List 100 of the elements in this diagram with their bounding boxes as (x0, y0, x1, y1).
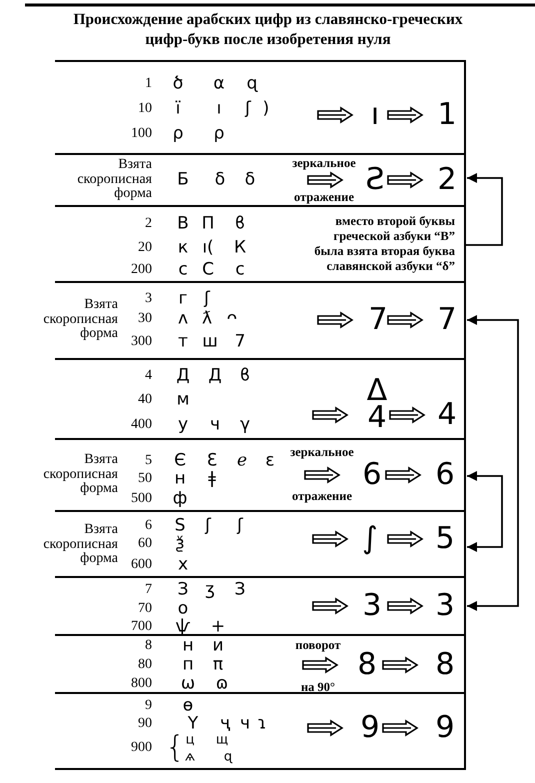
row-number: 900 (131, 741, 152, 755)
letter-glyph: ɋ (224, 750, 232, 764)
digit-glyph: 5 (435, 524, 455, 554)
letter-glyph: к (178, 240, 188, 256)
note-text: Взята скорописная форма (42, 452, 118, 498)
letter-glyph: + (210, 618, 226, 636)
letter-glyph: о (178, 600, 188, 618)
letter-glyph: ҷ (220, 716, 230, 732)
letter-glyph: ı (216, 100, 222, 118)
letter-glyph: Б (177, 172, 189, 188)
row-number: 30 (138, 312, 152, 326)
row-number: 40 (138, 393, 152, 407)
letter-glyph: ʃ (204, 290, 210, 308)
row-number: 3 (145, 292, 152, 306)
letter-glyph: π (212, 656, 224, 674)
connector-arrow (467, 471, 503, 552)
note-text: Взята скорописная форма (42, 298, 118, 342)
letter-glyph: ɷ (216, 676, 228, 692)
letter-glyph: н (182, 638, 194, 654)
note-text: вместо второй буквы греческой азбуки “В” была взята вторая буква славянской азбуки “δ” (313, 214, 455, 274)
row-number: 4 (145, 369, 152, 383)
digit-glyph: ı (370, 100, 380, 130)
table-row (55, 60, 466, 155)
connector-arrow (466, 173, 503, 246)
letter-glyph: ρ (172, 126, 184, 142)
note-text: Взята скорописная форма (76, 158, 152, 202)
letter-glyph: З (234, 582, 246, 598)
letter-glyph: ч (210, 416, 220, 434)
letter-glyph: ı( (202, 240, 214, 256)
digit-glyph: 7 (368, 305, 388, 335)
letter-glyph: Д (176, 368, 190, 384)
letter-glyph: ш (202, 334, 218, 350)
arrow-caption: отражение (294, 190, 354, 204)
arrow-caption: на 90° (300, 680, 336, 694)
letter-glyph: δ (214, 172, 226, 188)
row-number: 2 (145, 217, 152, 231)
digit-glyph: 8 (357, 650, 377, 680)
connector-arrow (467, 315, 519, 611)
row-number: 7 (145, 583, 152, 597)
letter-glyph: ɿ (258, 716, 266, 732)
letter-glyph: ч (240, 716, 250, 732)
table-row (55, 636, 466, 694)
digit-glyph: 9 (360, 713, 380, 743)
row-number: 9 (145, 699, 152, 713)
letter-glyph: Ɛ (206, 452, 218, 470)
row-number: 8 (145, 639, 152, 653)
letter-glyph: Д (208, 368, 222, 384)
table-row (55, 578, 466, 636)
letter-glyph: и (212, 638, 224, 654)
letter-glyph: ʃ (237, 518, 243, 534)
letter-glyph: п (182, 656, 194, 674)
arrow-caption: поворот (295, 638, 341, 652)
letter-glyph: Ѕ (174, 518, 186, 534)
letter-glyph: ѱ (176, 618, 190, 636)
letter-glyph: ɛ (265, 452, 275, 470)
digit-glyph: 3 (362, 591, 382, 621)
letter-glyph: ᴖ (226, 310, 238, 328)
letter-glyph: Π (202, 216, 214, 232)
row-number: 300 (131, 335, 152, 349)
row-number: 10 (138, 102, 152, 116)
letter-glyph: ѧ (184, 750, 196, 764)
letter-glyph: ǂ (208, 470, 216, 488)
letter-glyph: г (178, 290, 188, 308)
letter-glyph: ʌ (178, 310, 188, 328)
digit-glyph: 6 (435, 460, 455, 490)
letter-glyph: Ү (188, 716, 198, 732)
digit-glyph: 8 (435, 650, 455, 680)
table-row (55, 153, 466, 207)
letter-glyph: ц (186, 734, 194, 746)
row-number: 50 (138, 472, 152, 486)
letter-glyph: ) (262, 100, 270, 118)
letter-glyph: С (202, 262, 214, 278)
note-text: Взята скорописная форма (42, 522, 118, 568)
letter-glyph: В (177, 216, 189, 232)
digit-glyph: 2 (437, 165, 457, 195)
row-number: 400 (131, 418, 152, 432)
letter-glyph: ѯ (175, 536, 185, 552)
digit-glyph: 9 (435, 713, 455, 743)
row-number: 5 (145, 454, 152, 468)
digit-glyph: 4 (367, 403, 387, 433)
letter-glyph: 7 (234, 334, 246, 350)
brace-glyph: { (165, 733, 185, 763)
letter-glyph: м (176, 392, 190, 408)
row-number: 1 (145, 77, 152, 91)
letter-glyph: ϐ (234, 216, 246, 232)
letter-glyph: ℯ (236, 452, 248, 470)
row-number: 600 (131, 558, 152, 572)
row-number: 70 (138, 602, 152, 616)
letter-glyph: ϐ (240, 368, 250, 384)
letter-glyph: ƛ (202, 310, 212, 328)
letter-glyph: ї (176, 100, 180, 118)
letter-glyph: ф (172, 490, 188, 508)
letter-glyph: ʃ (205, 518, 211, 534)
digit-glyph: 1 (437, 100, 457, 130)
letter-glyph: х (178, 556, 188, 574)
arrow-caption: зеркальное (292, 156, 356, 170)
digit-glyph: Δ (366, 376, 388, 406)
row-number: 90 (138, 717, 152, 731)
table-row (55, 360, 466, 440)
letter-glyph: γ (240, 416, 250, 434)
